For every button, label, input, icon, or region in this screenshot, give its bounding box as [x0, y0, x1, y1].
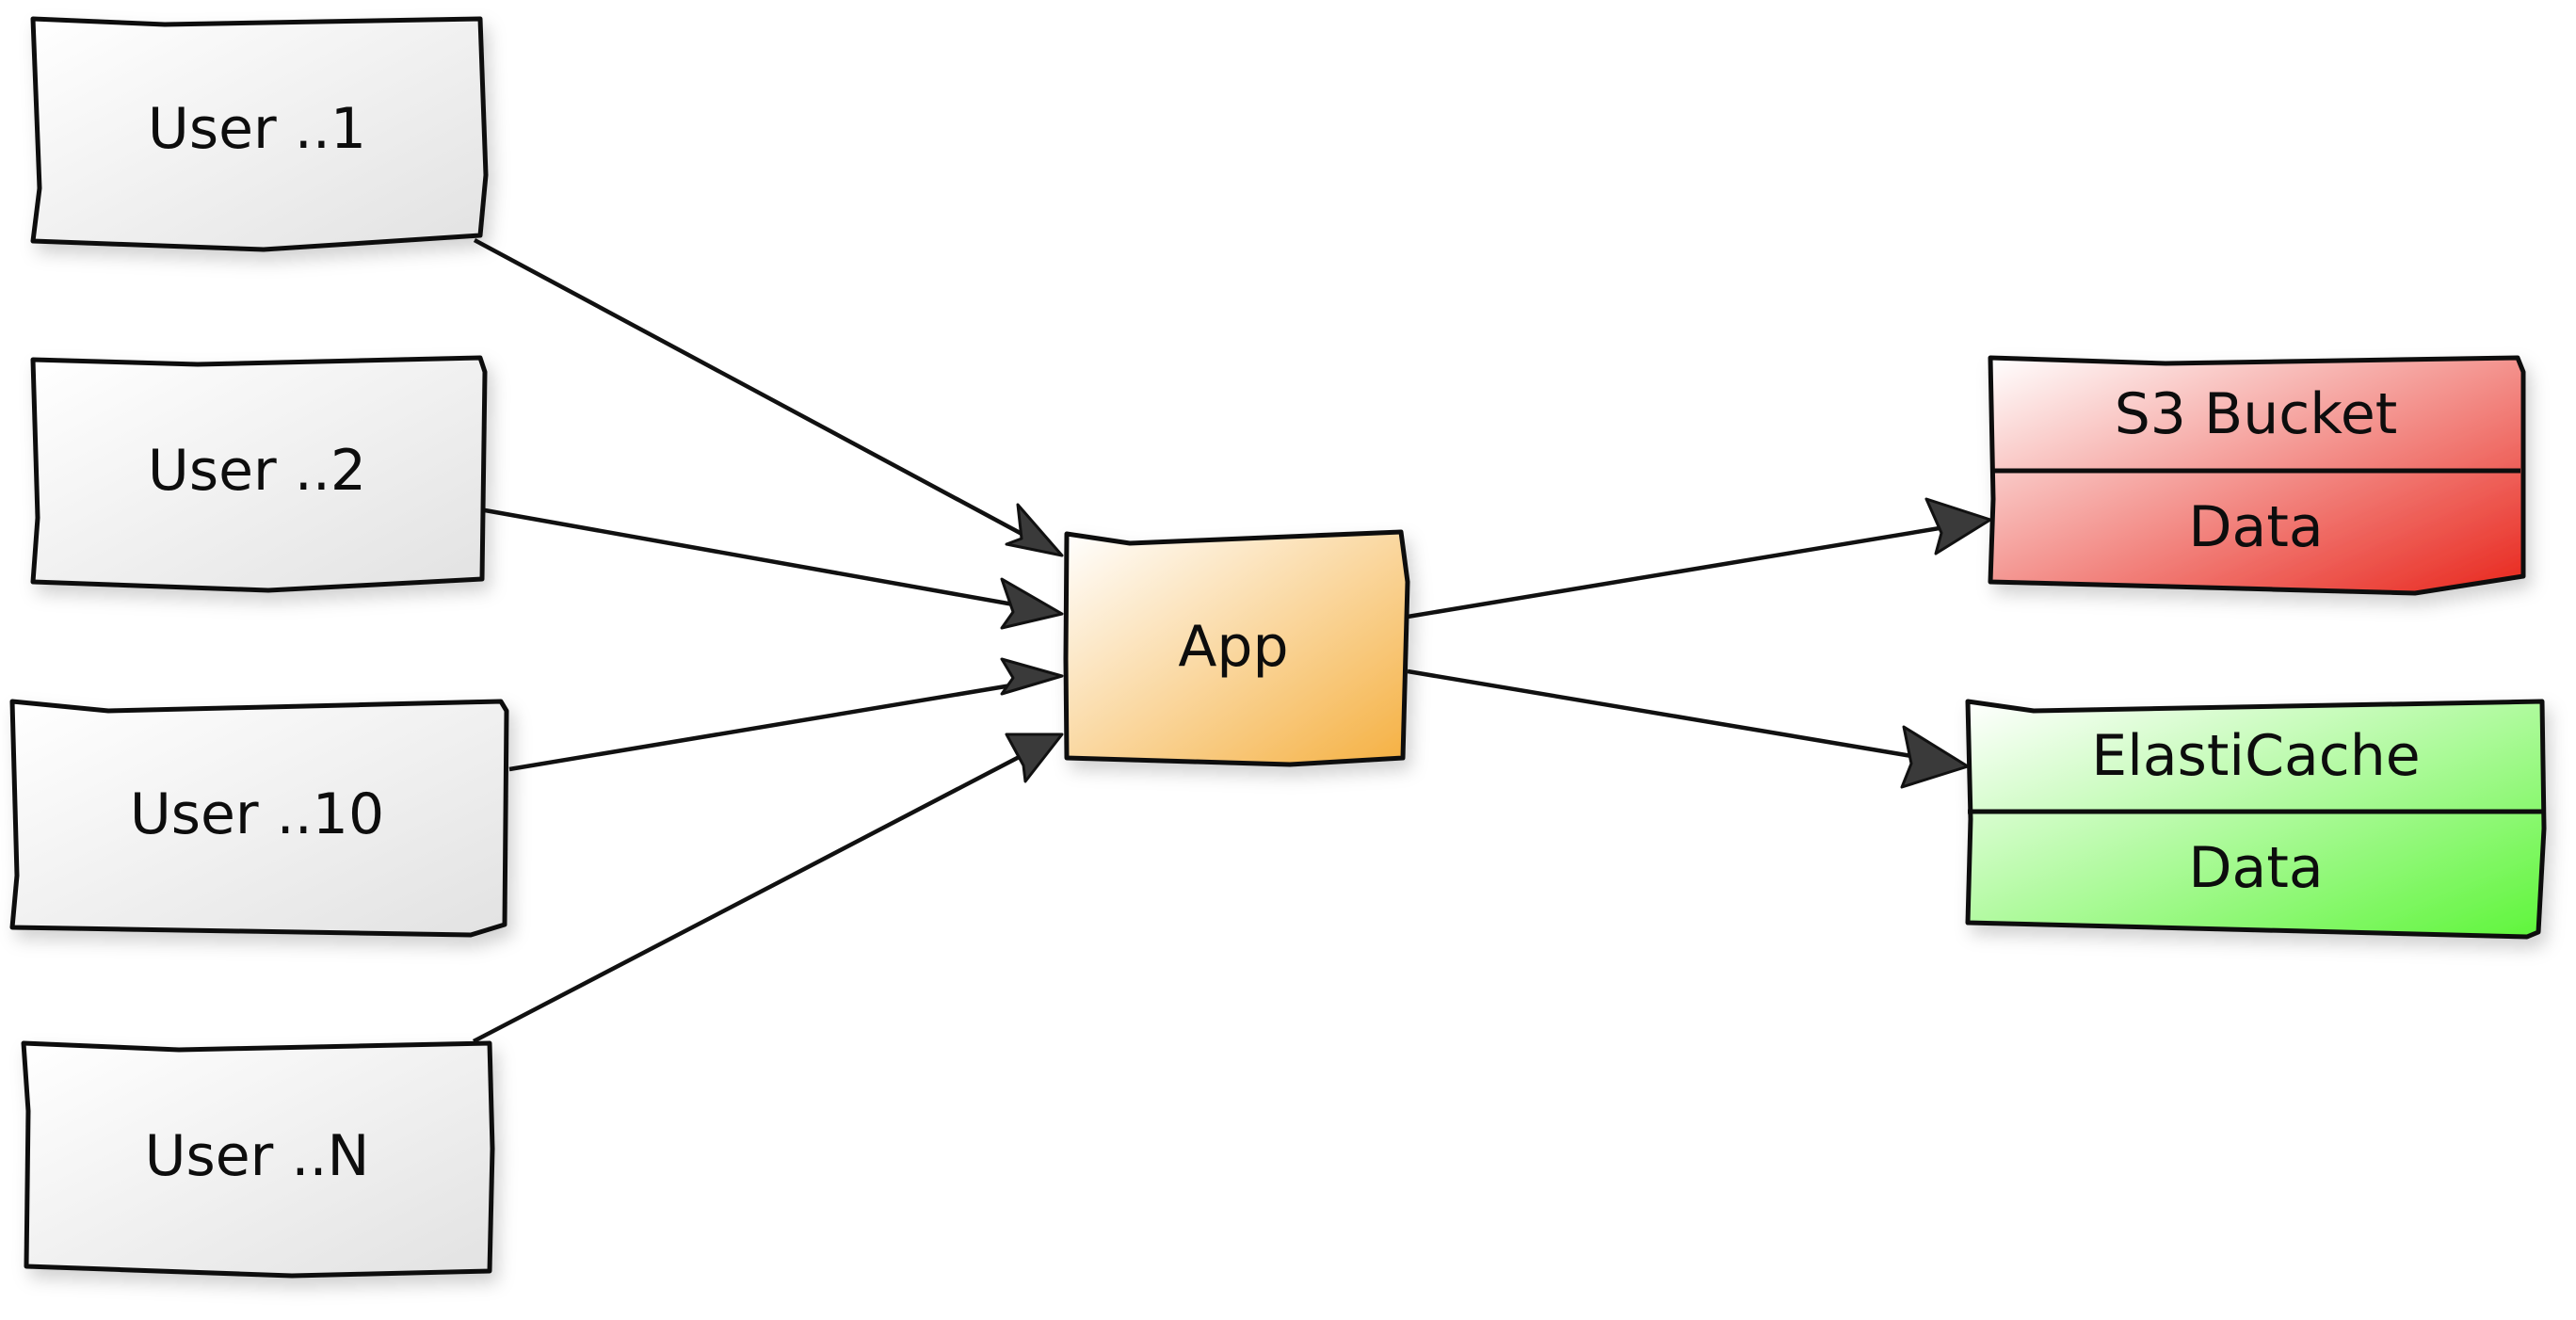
elasticache-node: ElastiCache Data [1965, 699, 2547, 940]
elasticache-title: ElastiCache [2091, 723, 2420, 789]
user-n-node: User ..N [21, 1040, 495, 1279]
user-2-node: User ..2 [30, 355, 488, 593]
edges [472, 238, 1992, 1043]
app-label: App [1178, 614, 1288, 680]
edge-user-10-to-app [508, 657, 1064, 772]
user-1-node: User ..1 [30, 16, 489, 252]
edge-app-to-s3 [1407, 497, 1992, 620]
app-node: App [1063, 529, 1410, 767]
s3-bucket-title: S3 Bucket [2115, 381, 2398, 447]
edge-user-2-to-app [484, 507, 1064, 630]
user-10-node: User ..10 [9, 699, 509, 938]
edge-user-n-to-app [472, 732, 1064, 1043]
user-2-label: User ..2 [148, 438, 366, 504]
user-1-label: User ..1 [148, 96, 366, 162]
s3-bucket-data-label: Data [2188, 494, 2323, 560]
edge-app-to-elasticache [1407, 668, 1970, 789]
user-n-label: User ..N [145, 1123, 370, 1189]
s3-bucket-node: S3 Bucket Data [1988, 355, 2526, 596]
edge-user-1-to-app [473, 238, 1064, 557]
elasticache-data-label: Data [2188, 835, 2323, 901]
user-10-label: User ..10 [130, 781, 384, 847]
